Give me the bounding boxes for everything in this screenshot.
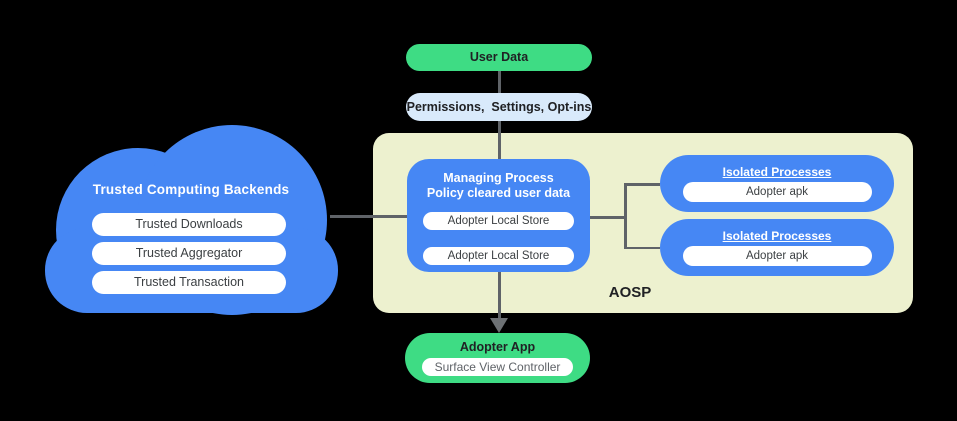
managing-process-title: Managing Process Policy cleared user dat…: [407, 171, 590, 201]
adopter-app-title: Adopter App: [459, 340, 536, 354]
isolated-process-title-1: Isolated Processes: [722, 165, 832, 179]
isolated-process-title-2: Isolated Processes: [722, 229, 832, 243]
user-data-pill: User Data: [406, 44, 592, 71]
connector-junction-isolated-2: [624, 246, 660, 249]
aosp-label: AOSP: [608, 284, 652, 301]
adopter-apk-pill-2: Adopter apk: [682, 246, 872, 266]
adopter-local-store-pill-1: Adopter Local Store: [423, 212, 574, 230]
trusted-aggregator-pill: Trusted Aggregator: [92, 242, 286, 265]
trusted-transaction-pill: Trusted Transaction: [92, 271, 286, 294]
isolated-process-box-2: Isolated Processes Adopter apk: [660, 219, 894, 276]
arrow-down-icon: [490, 318, 508, 333]
cloud-title: Trusted Computing Backends: [92, 182, 290, 197]
adopter-local-store-pill-2: Adopter Local Store: [423, 247, 574, 265]
connector-managing-junction: [590, 216, 626, 219]
connector-junction-isolated-1: [624, 183, 660, 186]
connector-userdata-permissions: [498, 70, 501, 94]
managing-title-line1: Managing Process: [443, 171, 554, 185]
connector-cloud-managing: [330, 215, 408, 218]
managing-process-box: Managing Process Policy cleared user dat…: [407, 159, 590, 272]
connector-managing-adopter: [498, 272, 501, 320]
trusted-downloads-pill: Trusted Downloads: [92, 213, 286, 236]
isolated-process-box-1: Isolated Processes Adopter apk: [660, 155, 894, 212]
adopter-apk-pill-1: Adopter apk: [682, 182, 872, 202]
surface-view-controller-pill: Surface View Controller: [422, 358, 573, 376]
connector-junction-vertical: [624, 183, 627, 249]
managing-title-line2: Policy cleared user data: [426, 186, 571, 200]
permissions-settings-pill: Permissions, Settings, Opt-ins: [406, 93, 592, 121]
connector-permissions-managing: [498, 120, 501, 160]
adopter-app-box: Adopter App Surface View Controller: [405, 333, 590, 383]
